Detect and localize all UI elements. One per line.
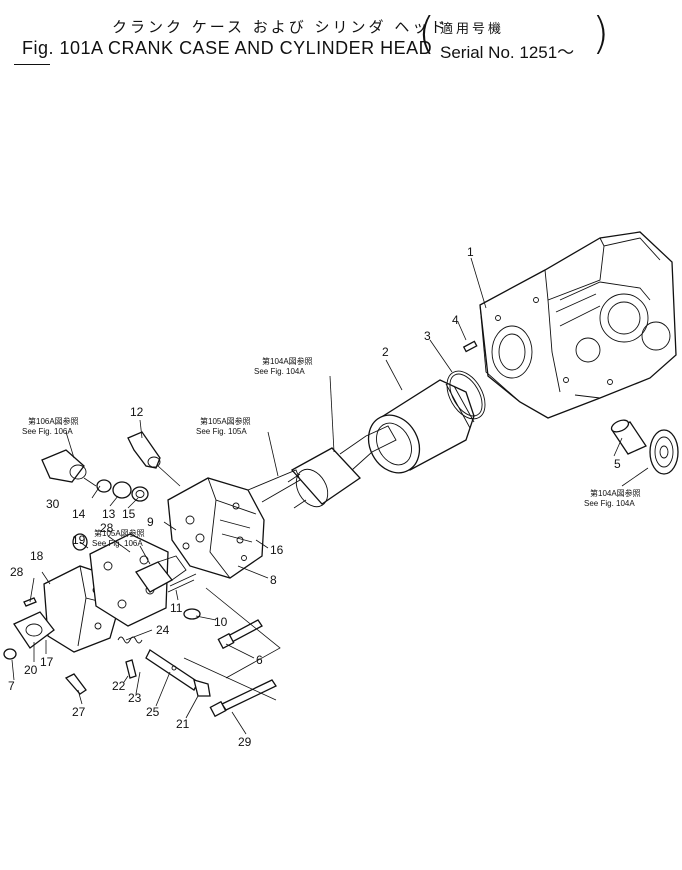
label-part-18: 18	[30, 549, 44, 563]
piston-assembly	[287, 425, 397, 509]
reference-fig104a-right: 第104A図参照 See Fig. 104A	[584, 488, 641, 508]
o-ring	[446, 370, 486, 420]
label-part-6: 6	[256, 653, 263, 667]
serial-number: Serial No. 1251～	[440, 43, 575, 62]
o-ring-inner	[449, 373, 483, 417]
reference-fig105a-mid: 第105A図参照 See Fig. 105A	[196, 416, 251, 436]
svg-text:第104A図参照: 第104A図参照	[590, 488, 641, 498]
water-outlet-elbow	[127, 431, 161, 469]
title-underline	[14, 64, 50, 65]
serial-label-japanese: 適用号機	[440, 22, 505, 37]
crank-case	[479, 231, 677, 419]
svg-text:第104A図参照: 第104A図参照	[262, 356, 313, 366]
long-bolt	[209, 679, 277, 718]
label-part-19: 19	[72, 533, 86, 547]
label-part-17: 17	[40, 655, 54, 669]
label-part-14: 14	[72, 507, 86, 521]
spring	[117, 636, 143, 644]
label-part-21: 21	[176, 717, 190, 731]
label-part-13: 13	[102, 507, 116, 521]
label-part-15: 15	[122, 507, 136, 521]
figure-title: Fig. 101A CRANK CASE AND CYLINDER HEAD	[22, 38, 433, 58]
cylinder-head	[167, 469, 301, 579]
svg-text:第105A図参照: 第105A図参照	[200, 416, 251, 426]
label-part-30: 30	[46, 497, 60, 511]
label-part-11: 11	[170, 601, 183, 615]
label-part-22: 22	[112, 679, 126, 693]
label-part-27: 27	[72, 705, 86, 719]
svg-text:See Fig. 106A: See Fig. 106A	[22, 427, 73, 436]
svg-text:See Fig. 106A: See Fig. 106A	[92, 539, 143, 548]
label-part-3: 3	[424, 329, 431, 343]
svg-text:See Fig. 104A: See Fig. 104A	[584, 499, 635, 508]
label-part-25: 25	[146, 705, 160, 719]
leader-lines	[11, 257, 649, 735]
label-part-28-upper: 28	[100, 521, 114, 535]
part-number-labels: 1 2 3 4 5 6 7 8 9 10 11 12 13 14 15 16 1…	[8, 245, 621, 749]
reference-fig104a-top: 第104A図参照 See Fig. 104A	[254, 356, 313, 376]
plug	[3, 648, 17, 660]
label-part-12: 12	[130, 405, 144, 419]
label-part-7: 7	[8, 679, 15, 693]
title-japanese: クランク ケース および シリンダ ヘッド	[112, 18, 449, 36]
right-parenthesis: )	[592, 8, 610, 59]
thermostat-housing	[41, 449, 87, 483]
svg-text:See Fig. 105A: See Fig. 105A	[196, 427, 247, 436]
reference-fig105a-low: 第105A図参照 See Fig. 106A	[92, 528, 145, 548]
idler-gear	[649, 429, 679, 475]
label-part-8: 8	[270, 573, 277, 587]
label-part-5: 5	[614, 457, 621, 471]
reference-fig106a-left: 第106A図参照 See Fig. 106A	[22, 416, 79, 436]
label-part-28-lower: 28	[10, 565, 24, 579]
hose-and-clamps	[96, 479, 149, 502]
small-bolt-27	[64, 673, 87, 695]
rocker-shaft	[145, 649, 211, 697]
svg-text:第106A図参照: 第106A図参照	[28, 416, 79, 426]
label-part-20: 20	[24, 663, 38, 677]
label-part-4: 4	[452, 313, 459, 327]
water-flange	[13, 611, 55, 649]
small-bolt-22	[125, 659, 137, 679]
label-part-10: 10	[214, 615, 228, 629]
label-part-16: 16	[270, 543, 284, 557]
injector-sleeve	[135, 555, 187, 593]
svg-text:第105A図参照: 第105A図参照	[94, 528, 145, 538]
push-rod	[167, 573, 197, 593]
svg-text:See Fig. 104A: See Fig. 104A	[254, 367, 305, 376]
washer	[183, 608, 201, 620]
cylinder-liner	[367, 379, 475, 474]
label-part-2: 2	[382, 345, 389, 359]
label-part-1: 1	[467, 245, 474, 259]
dowel-pin	[462, 340, 478, 353]
label-part-23: 23	[128, 691, 142, 705]
label-part-24: 24	[156, 623, 170, 637]
label-part-9: 9	[147, 515, 154, 529]
sleeve-pin	[610, 419, 647, 455]
left-parenthesis: (	[418, 8, 436, 59]
label-part-29: 29	[238, 735, 252, 749]
